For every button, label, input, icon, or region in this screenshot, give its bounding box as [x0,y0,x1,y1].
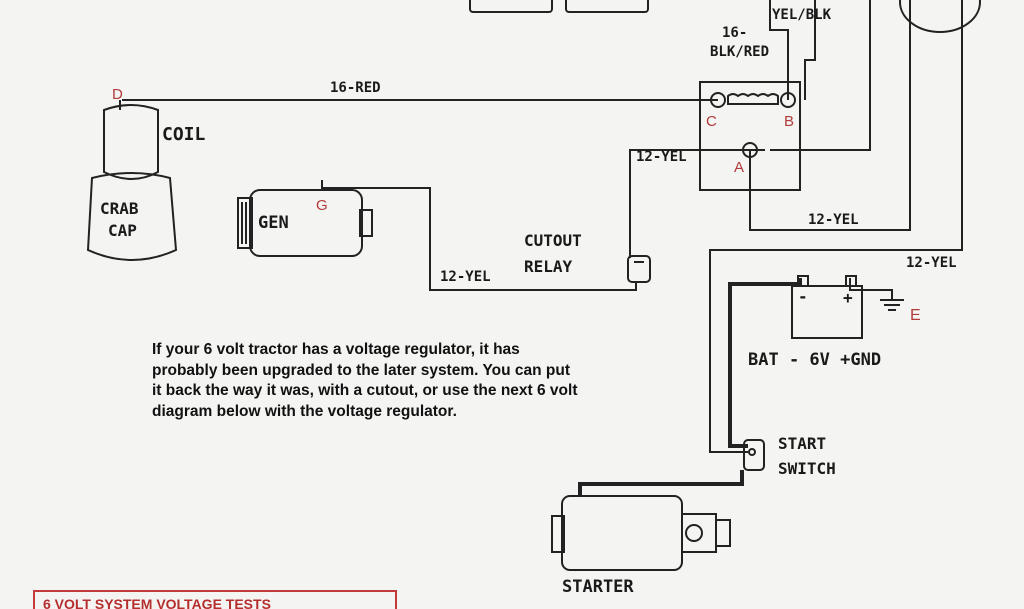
crab-cap-label-2: CAP [108,221,137,240]
cutout-label-1: CUTOUT [524,231,582,250]
terminal-b: B [784,113,794,130]
starter-motor [551,495,731,571]
coil [86,100,178,261]
terminal-d: D [112,86,123,103]
starter-label: STARTER [562,577,634,597]
generator [237,180,373,257]
wire-label-16: 16- [722,25,747,41]
cutout-label-2: RELAY [524,257,573,276]
ground-symbol [880,299,904,311]
terminal-g: G [316,197,328,214]
note-line: If your 6 volt tractor has a voltage reg… [152,341,520,358]
coil-label: COIL [162,124,206,145]
gen-label: GEN [258,213,289,233]
wire-label-12-yel-a: 12-YEL [636,149,687,165]
cable-battery-start [728,278,802,448]
wire-label-12-yel-c: 12-YEL [440,269,491,285]
voltage-tests-box: 6 VOLT SYSTEM VOLTAGE TESTS [33,590,397,609]
battery [791,275,863,339]
wire-12-yel-cutout [629,149,738,258]
wire-label-blk-red: BLK/RED [710,44,769,60]
wire-12-yel-upper [770,0,871,151]
wire-ground [849,278,893,300]
start-switch-label-1: START [778,434,826,453]
cutout-terminals [710,92,796,158]
voltage-tests-title: 6 VOLT SYSTEM VOLTAGE TESTS [43,596,271,609]
wire-label-12-yel-d: 12-YEL [906,255,957,271]
terminal-c: C [706,113,717,130]
start-switch-label-2: SWITCH [778,459,836,478]
terminal-a: A [734,159,744,176]
wire-label-12-yel-b: 12-YEL [808,212,859,228]
battery-minus: - [798,287,808,306]
wire-12-yel-start [709,0,963,453]
crab-cap-label-1: CRAB [100,199,139,218]
wire-12-yel-right [749,0,911,231]
wire-blk-red [804,0,816,100]
note-line: probably been upgraded to the later syst… [152,361,571,379]
start-switch [743,439,765,471]
battery-label: BAT - 6V +GND [748,350,881,370]
battery-plus: + [843,288,853,307]
cutout-relay-connector [627,255,651,283]
upgrade-note: If your 6 volt tractor has a voltage reg… [152,340,672,422]
terminal-e: E [910,307,921,324]
top-component-right [565,0,649,13]
wire-yel-blk [769,0,789,100]
cable-start-starter [578,470,744,496]
note-line: diagram below with the voltage regulator… [152,402,457,420]
top-right-component [899,0,981,33]
wire-label-yel-blk: YEL/BLK [772,7,832,23]
top-component-left [469,0,553,13]
wire-label-16-red: 16-RED [330,80,381,96]
note-line: it back the way it was, with a cutout, o… [152,382,578,399]
